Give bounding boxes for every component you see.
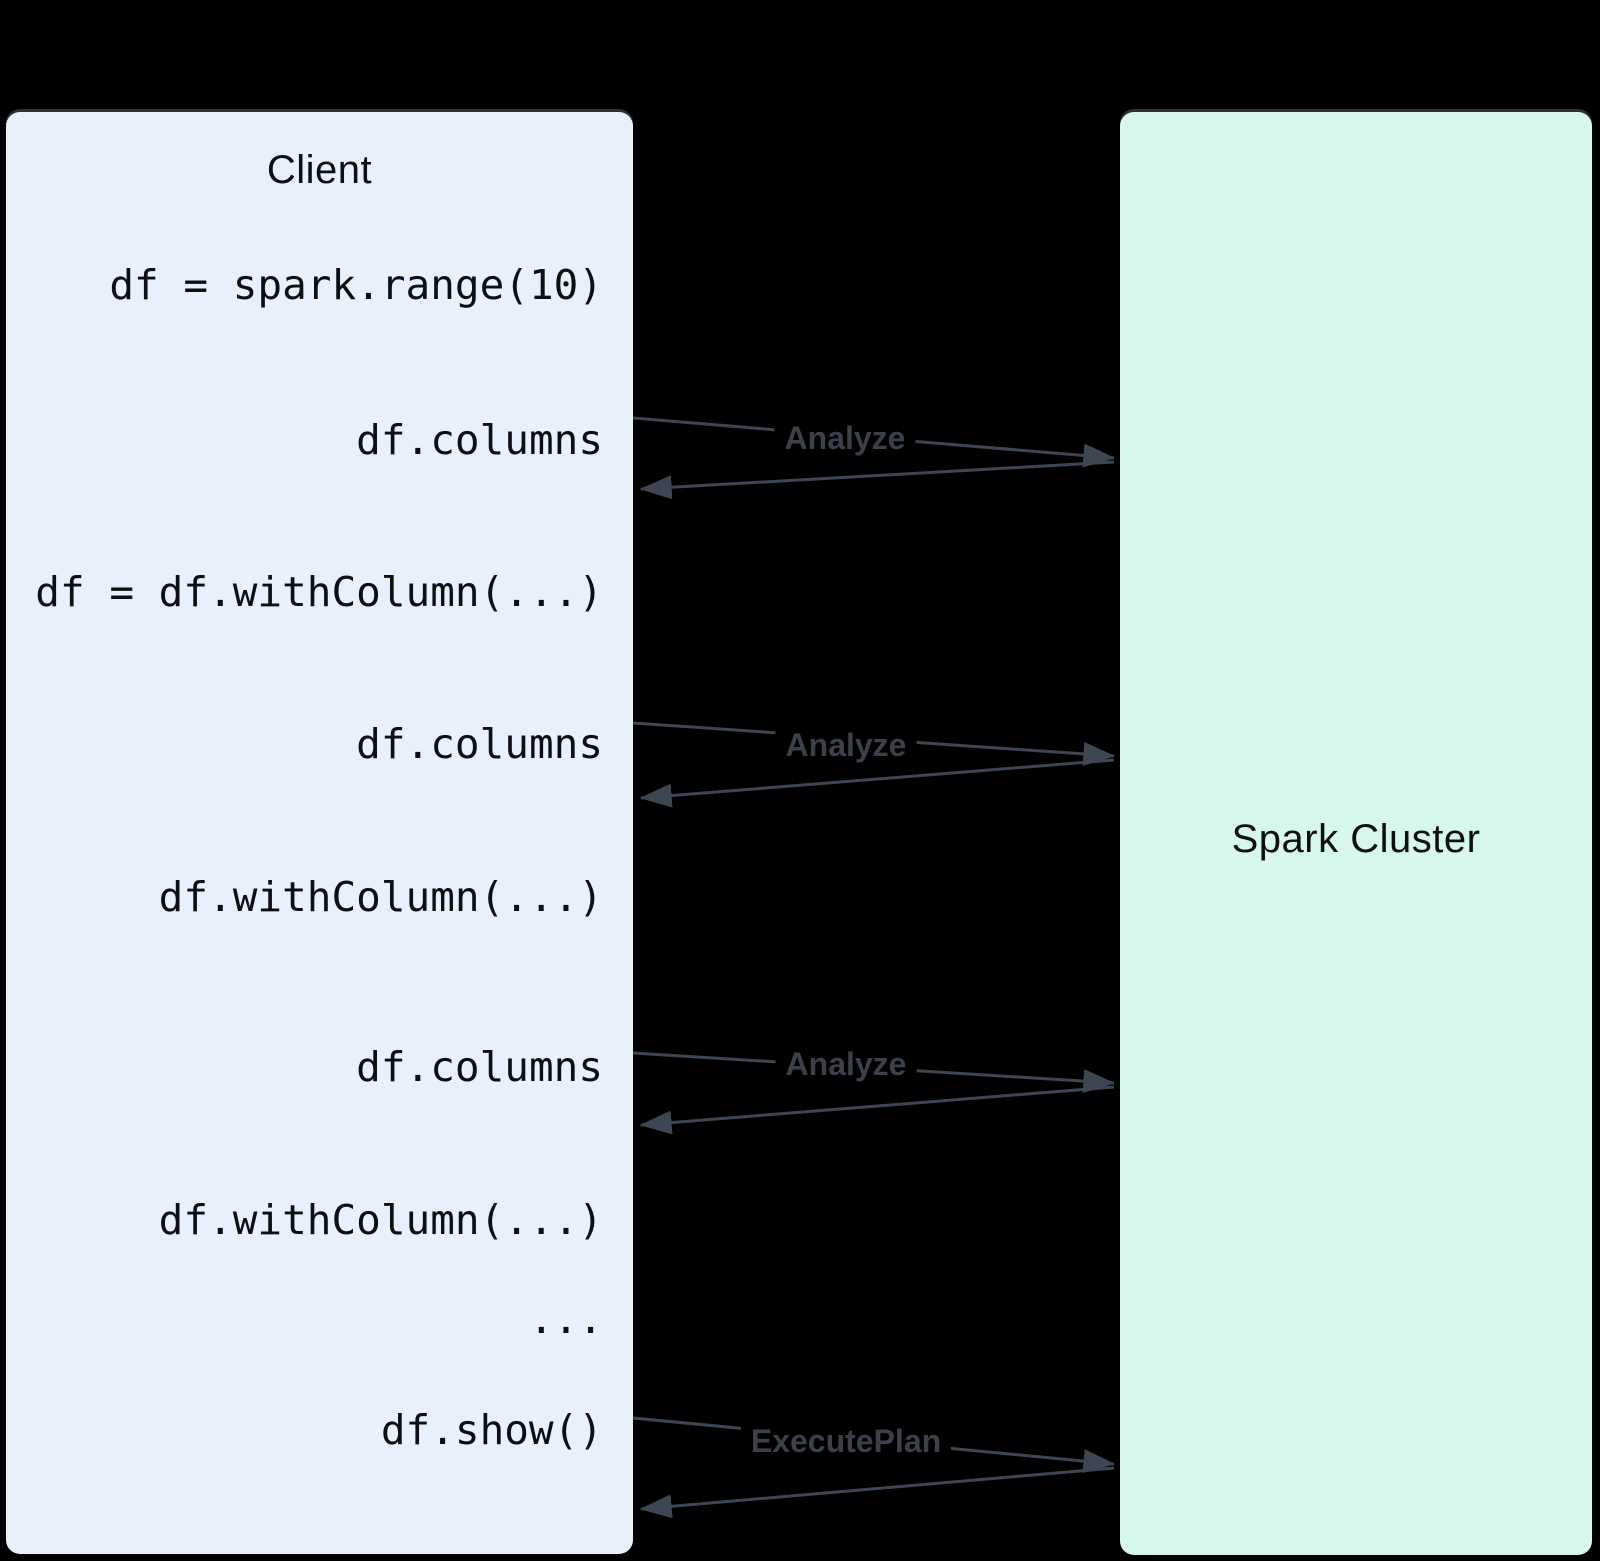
spark-cluster-panel: Spark Cluster — [1120, 112, 1592, 1555]
arrow-executeplan-response — [639, 1466, 1115, 1519]
code-line-ellipsis: ... — [528, 1295, 603, 1343]
arrow-label-executeplan: ExecutePlan — [740, 1422, 952, 1460]
code-line-df-withcolumn-2: df.withColumn(...) — [158, 873, 603, 921]
arrow-analyze-2-response — [639, 758, 1115, 808]
code-line-df-columns-2: df.columns — [356, 720, 603, 768]
code-line-df-withcolumn-3: df.withColumn(...) — [158, 1196, 603, 1244]
arrow-analyze-1-response — [639, 460, 1115, 500]
arrow-label-analyze-2: Analyze — [775, 726, 917, 764]
client-panel: Client df = spark.range(10) df.columns d… — [6, 112, 633, 1554]
arrow-label-analyze-1: Analyze — [774, 419, 916, 457]
spark-cluster-panel-title: Spark Cluster — [1231, 817, 1481, 861]
code-line-df-columns-1: df.columns — [356, 416, 603, 464]
code-line-df-columns-3: df.columns — [356, 1043, 603, 1091]
code-line-df-show: df.show() — [380, 1406, 603, 1454]
client-panel-title: Client — [266, 148, 373, 192]
code-line-df-withcolumn-1: df = df.withColumn(...) — [35, 568, 603, 616]
arrow-label-analyze-3: Analyze — [775, 1045, 917, 1083]
arrow-analyze-3-response — [639, 1085, 1115, 1135]
code-line-spark-range: df = spark.range(10) — [109, 261, 603, 309]
